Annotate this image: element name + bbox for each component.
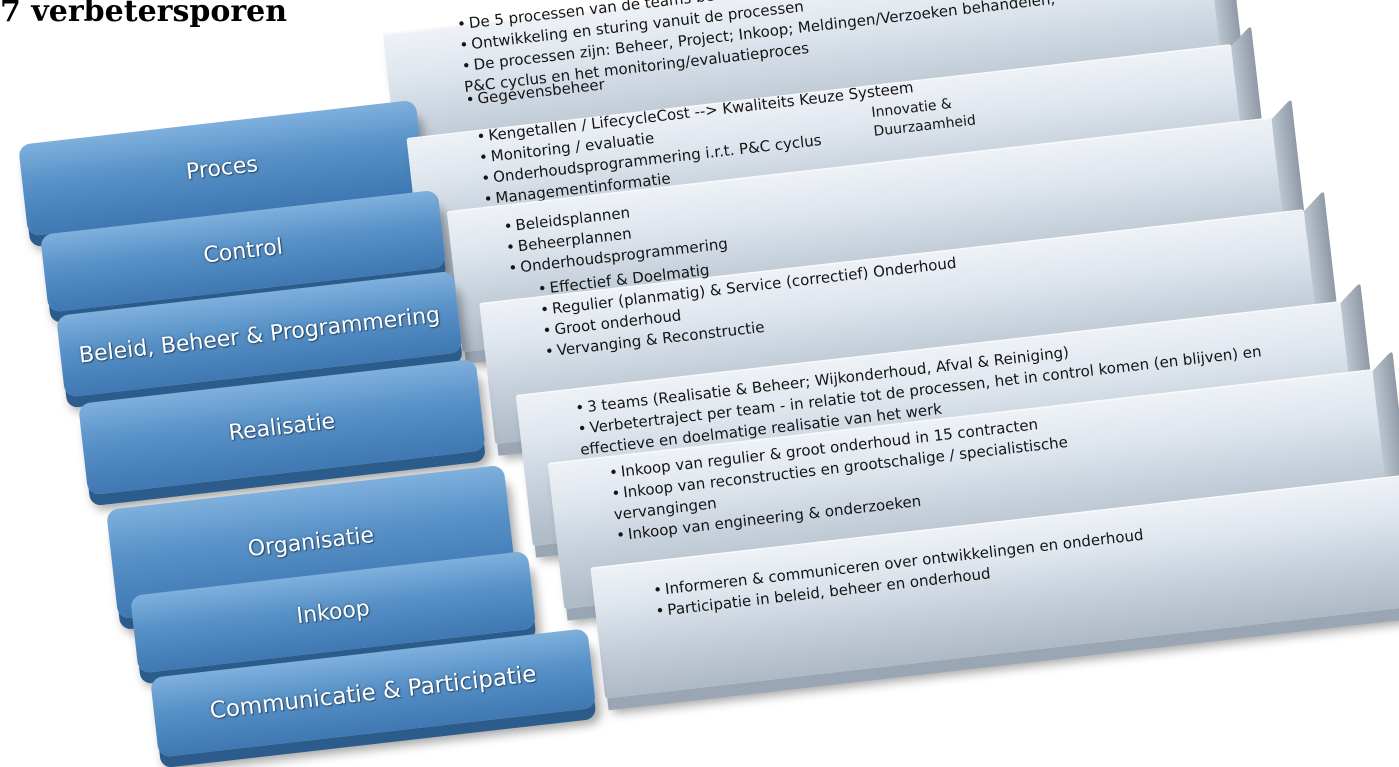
row-proces-label: Proces: [184, 151, 260, 185]
row-organisatie-label: Organisatie: [246, 522, 376, 562]
row-realisatie-label: Realisatie: [227, 408, 337, 446]
row-inkoop-label: Inkoop: [295, 595, 371, 629]
page-title: 7 verbetersporen: [0, 0, 288, 29]
row-beleid-label: Beleid, Beheer & Programmering: [77, 302, 442, 369]
row-communicatie-label: Communicatie & Participatie: [208, 660, 538, 724]
row-control-label: Control: [202, 234, 285, 269]
